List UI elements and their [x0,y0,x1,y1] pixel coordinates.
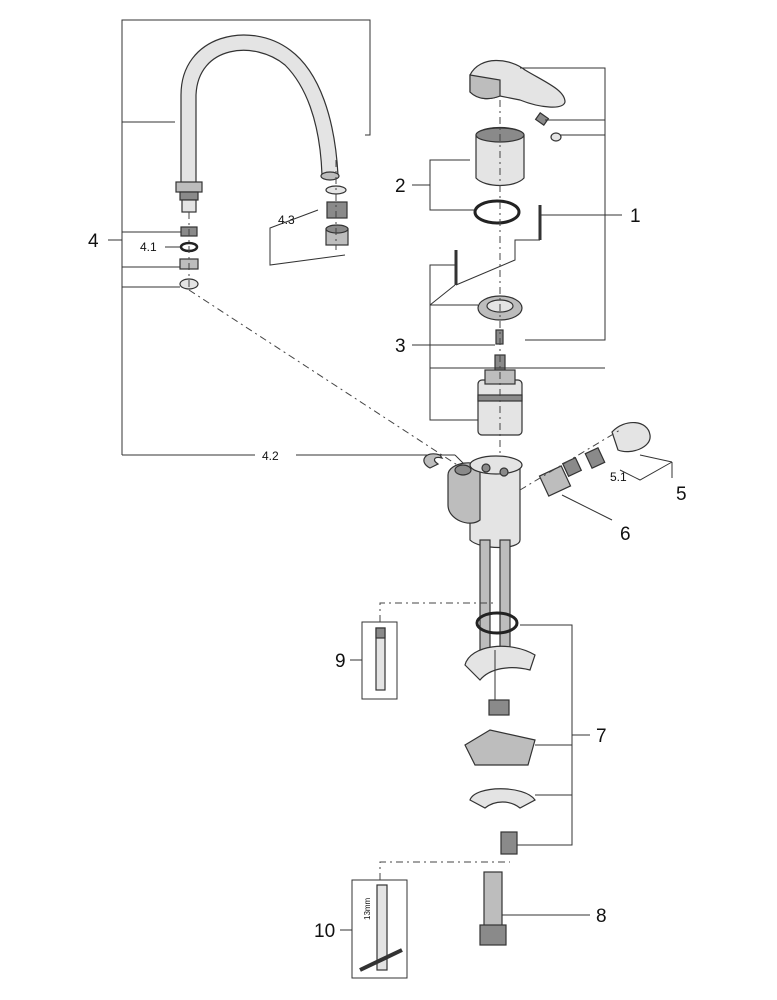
mounting-plate [464,729,536,766]
mounting-gasket [464,645,536,681]
leaders-4 [108,121,346,288]
label-10: 10 [314,921,335,942]
label-8: 8 [596,906,607,927]
side-knob-part-5 [584,422,651,470]
leaders-1-2-3 [412,67,622,421]
fixing-nut [500,831,518,855]
label-6: 6 [620,524,631,545]
horseshoe-washer [469,788,536,809]
tool-10-guide [379,861,510,880]
label-4-2: 4.2 [262,449,279,463]
label-2: 2 [395,176,406,197]
label-1: 1 [630,206,641,227]
retaining-clip [423,453,444,469]
label-4: 4 [88,231,99,252]
leaders-5-6 [519,429,673,521]
spout-guide-lines [188,160,466,471]
side-valve-part-6 [538,456,583,497]
label-4-3: 4.3 [278,213,295,227]
tool-9-frame [350,621,398,700]
label-4-1: 4.1 [140,240,157,254]
mixer-body [447,455,523,549]
aerator-parts [325,185,349,246]
label-3: 3 [395,336,406,357]
spout-pipe [175,34,340,213]
mounting-o-ring [475,611,519,635]
threaded-stud [488,650,510,716]
leaders-7 [517,624,590,846]
label-5-1: 5.1 [610,470,627,484]
tool-9-guide [379,602,497,622]
label-7: 7 [596,726,607,747]
spout-group-frame [121,19,471,471]
supply-hose [479,871,507,946]
lever-handle [469,59,566,142]
tool-size-label: 13mm [363,897,372,920]
handle-o-ring [473,199,521,225]
label-9: 9 [335,651,346,672]
tool-10 [359,884,403,972]
cartridge-pins [454,205,542,285]
label-5: 5 [676,484,687,505]
tool-9 [375,627,386,691]
